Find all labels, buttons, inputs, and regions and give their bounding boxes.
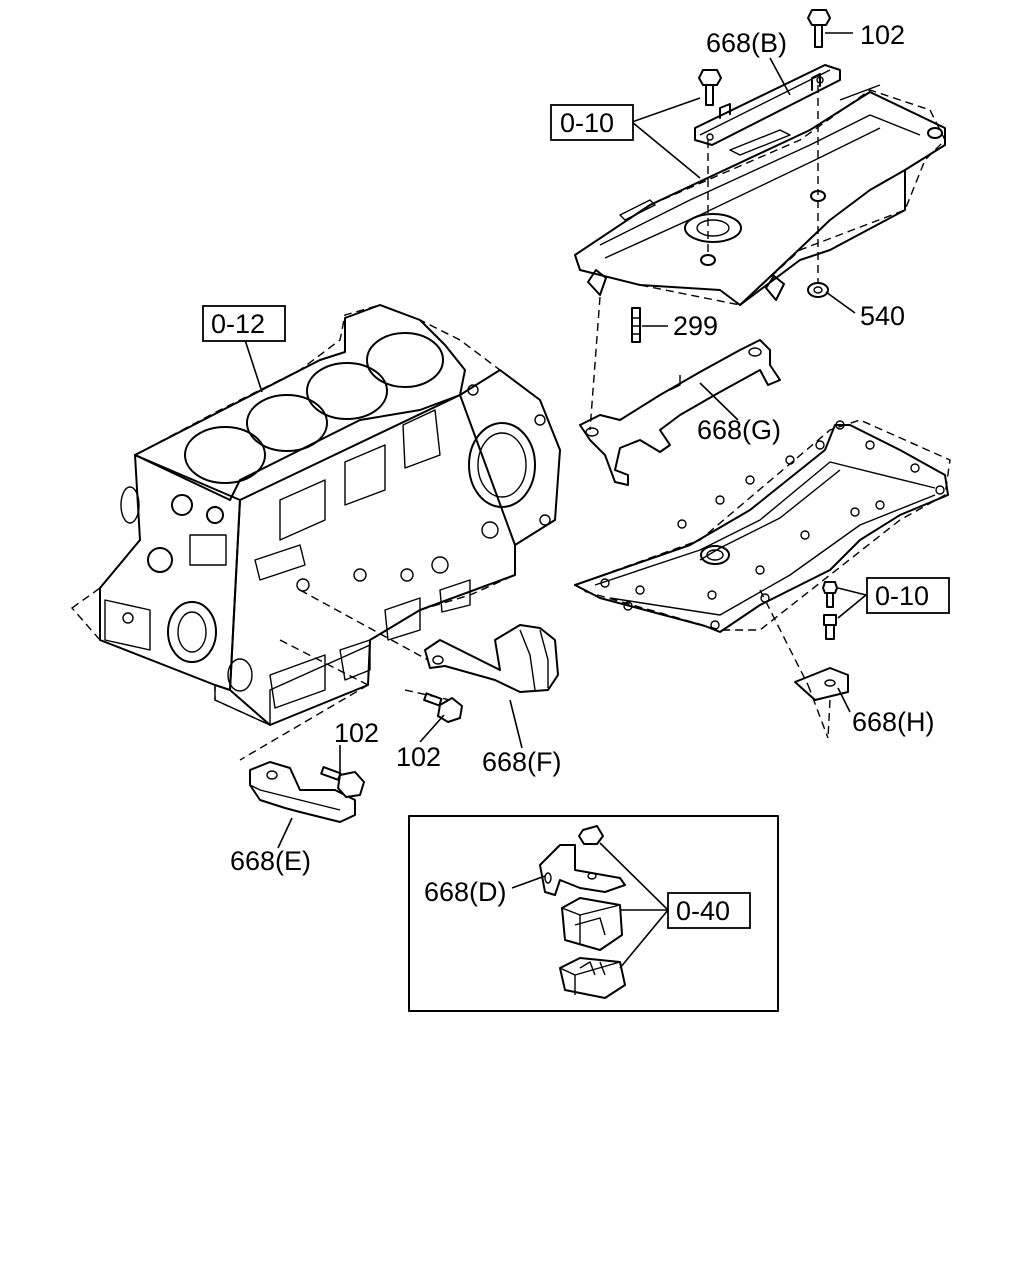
bolt-102-center-illustration — [423, 692, 463, 723]
stud-299-illustration — [631, 307, 641, 343]
label-102-left: 102 — [334, 718, 379, 748]
bracket-668f-illustration — [424, 624, 559, 693]
ref-box-0-10-top — [550, 104, 634, 141]
bolt-102-left-illustration — [320, 766, 365, 798]
label-540: 540 — [860, 301, 905, 331]
label-102-top: 102 — [860, 20, 905, 50]
label-668h: 668(H) — [852, 707, 935, 737]
leader-lines — [239, 32, 867, 969]
bolt-0-10-top-illustration — [698, 69, 722, 106]
ref-box-0-12 — [202, 305, 286, 342]
lower-oil-pan-illustration — [574, 419, 951, 633]
inset-detail-illustration — [408, 815, 779, 1012]
ref-0-12[interactable]: 0-12 — [211, 309, 265, 339]
label-668e: 668(E) — [230, 846, 311, 876]
ref-0-10-top[interactable]: 0-10 — [560, 108, 614, 138]
callout-labels: 668(B) 102 0-10 540 299 668(G) 0-12 0-10… — [202, 20, 950, 929]
label-668b: 668(B) — [706, 28, 787, 58]
label-102-center: 102 — [396, 742, 441, 772]
nut-540-illustration — [807, 282, 829, 298]
label-299: 299 — [673, 311, 718, 341]
label-668g: 668(G) — [697, 415, 781, 445]
baffle-668g-illustration — [579, 339, 781, 486]
ref-0-10-right[interactable]: 0-10 — [875, 581, 929, 611]
label-668f: 668(F) — [482, 747, 562, 777]
ref-0-40[interactable]: 0-40 — [676, 896, 730, 926]
upper-oil-pan-illustration — [574, 84, 946, 306]
label-668d: 668(D) — [424, 877, 507, 907]
bracket-668b-illustration — [694, 64, 841, 146]
ref-box-0-10-right — [866, 577, 950, 614]
cylinder-block-illustration — [70, 304, 561, 726]
bracket-668h-illustration — [794, 581, 849, 701]
ref-box-0-40 — [667, 892, 751, 929]
bracket-668e-illustration — [249, 761, 356, 823]
bolt-102-top-illustration — [807, 9, 831, 48]
